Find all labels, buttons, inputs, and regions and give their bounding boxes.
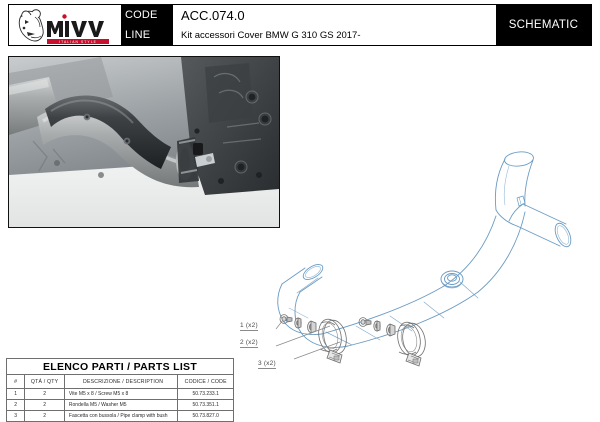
wolf-head-logo: ITALIAN STYLE [18, 9, 109, 44]
blue-pipe-outline [277, 151, 572, 348]
document-type-badge: SCHEMATIC [496, 5, 591, 45]
row-code: 50.73.827.0 [177, 410, 234, 422]
parts-list-header-row: # QTÁ / QTY DESCRIZIONE / DESCRIPTION CO… [5, 374, 234, 389]
mivv-logo: ITALIAN STYLE [15, 7, 119, 45]
row-qty: 2 [24, 399, 65, 411]
line-value: Kit accessori Cover BMW G 310 GS 2017- [181, 29, 361, 41]
column-header-code: CODICE / CODE [177, 374, 234, 389]
row-description: Vite M5 x 8 / Screw M5 x 8 [63, 388, 179, 400]
header-label-column: CODE LINE [121, 5, 173, 45]
document-header: ITALIAN STYLE CODE LINE ACC.074.0 Kit ac… [8, 4, 592, 46]
line-label: LINE [125, 28, 151, 41]
brand-tagline: ITALIAN STYLE [59, 40, 97, 44]
parts-list-title: ELENCO PARTI / PARTS LIST [6, 358, 234, 375]
column-header-num: # [5, 374, 26, 389]
washer-left [294, 317, 302, 329]
code-label: CODE [125, 8, 158, 21]
bush-left [307, 320, 317, 334]
callout-item-1: 1 (x2) [240, 322, 258, 331]
table-row: 3 2 Fascetta con bussola / Pipe clamp wi… [5, 410, 234, 422]
column-header-description: DESCRIZIONE / DESCRIPTION [63, 374, 179, 389]
pipe-clamp-left [318, 318, 347, 364]
code-value: ACC.074.0 [181, 7, 245, 23]
row-code: 50.73.233.1 [177, 388, 234, 400]
row-description: Fascetta con bussola / Pipe clamp with b… [63, 410, 179, 422]
bush-right [386, 323, 396, 337]
table-row: 1 2 Vite M5 x 8 / Screw M5 x 8 50.73.233… [5, 388, 234, 400]
callout-item-3: 3 (x2) [258, 360, 276, 369]
row-qty: 2 [24, 410, 65, 422]
row-num: 2 [5, 399, 26, 411]
exhaust-cover-photo-render [9, 57, 279, 227]
screw-left [279, 314, 293, 324]
leader-line-3 [293, 341, 341, 360]
row-qty: 2 [24, 388, 65, 400]
row-code: 50.73.351.1 [177, 399, 234, 411]
row-num: 1 [5, 388, 26, 400]
row-num: 3 [5, 410, 26, 422]
leader-lines [275, 319, 341, 360]
pipe-clamp-right [397, 321, 426, 367]
leader-line-2 [275, 325, 331, 347]
screw-right [358, 317, 372, 327]
table-row: 2 2 Rondella M5 / Washer M5 50.73.351.1 [5, 399, 234, 411]
header-value-column: ACC.074.0 Kit accessori Cover BMW G 310 … [173, 5, 496, 45]
callout-item-2: 2 (x2) [240, 339, 258, 348]
parts-list-title-row: ELENCO PARTI / PARTS LIST [6, 358, 234, 375]
row-description: Rondella M5 / Washer M5 [63, 399, 179, 411]
column-header-qty: QTÁ / QTY [24, 374, 65, 389]
washer-right [373, 320, 381, 332]
parts-list-table: ELENCO PARTI / PARTS LIST # QTÁ / QTY DE… [5, 358, 234, 422]
clamp-assembly-group [279, 314, 426, 367]
installation-photo [8, 56, 280, 228]
brand-logo-cell: ITALIAN STYLE [9, 5, 121, 45]
leader-line-1 [275, 319, 284, 330]
